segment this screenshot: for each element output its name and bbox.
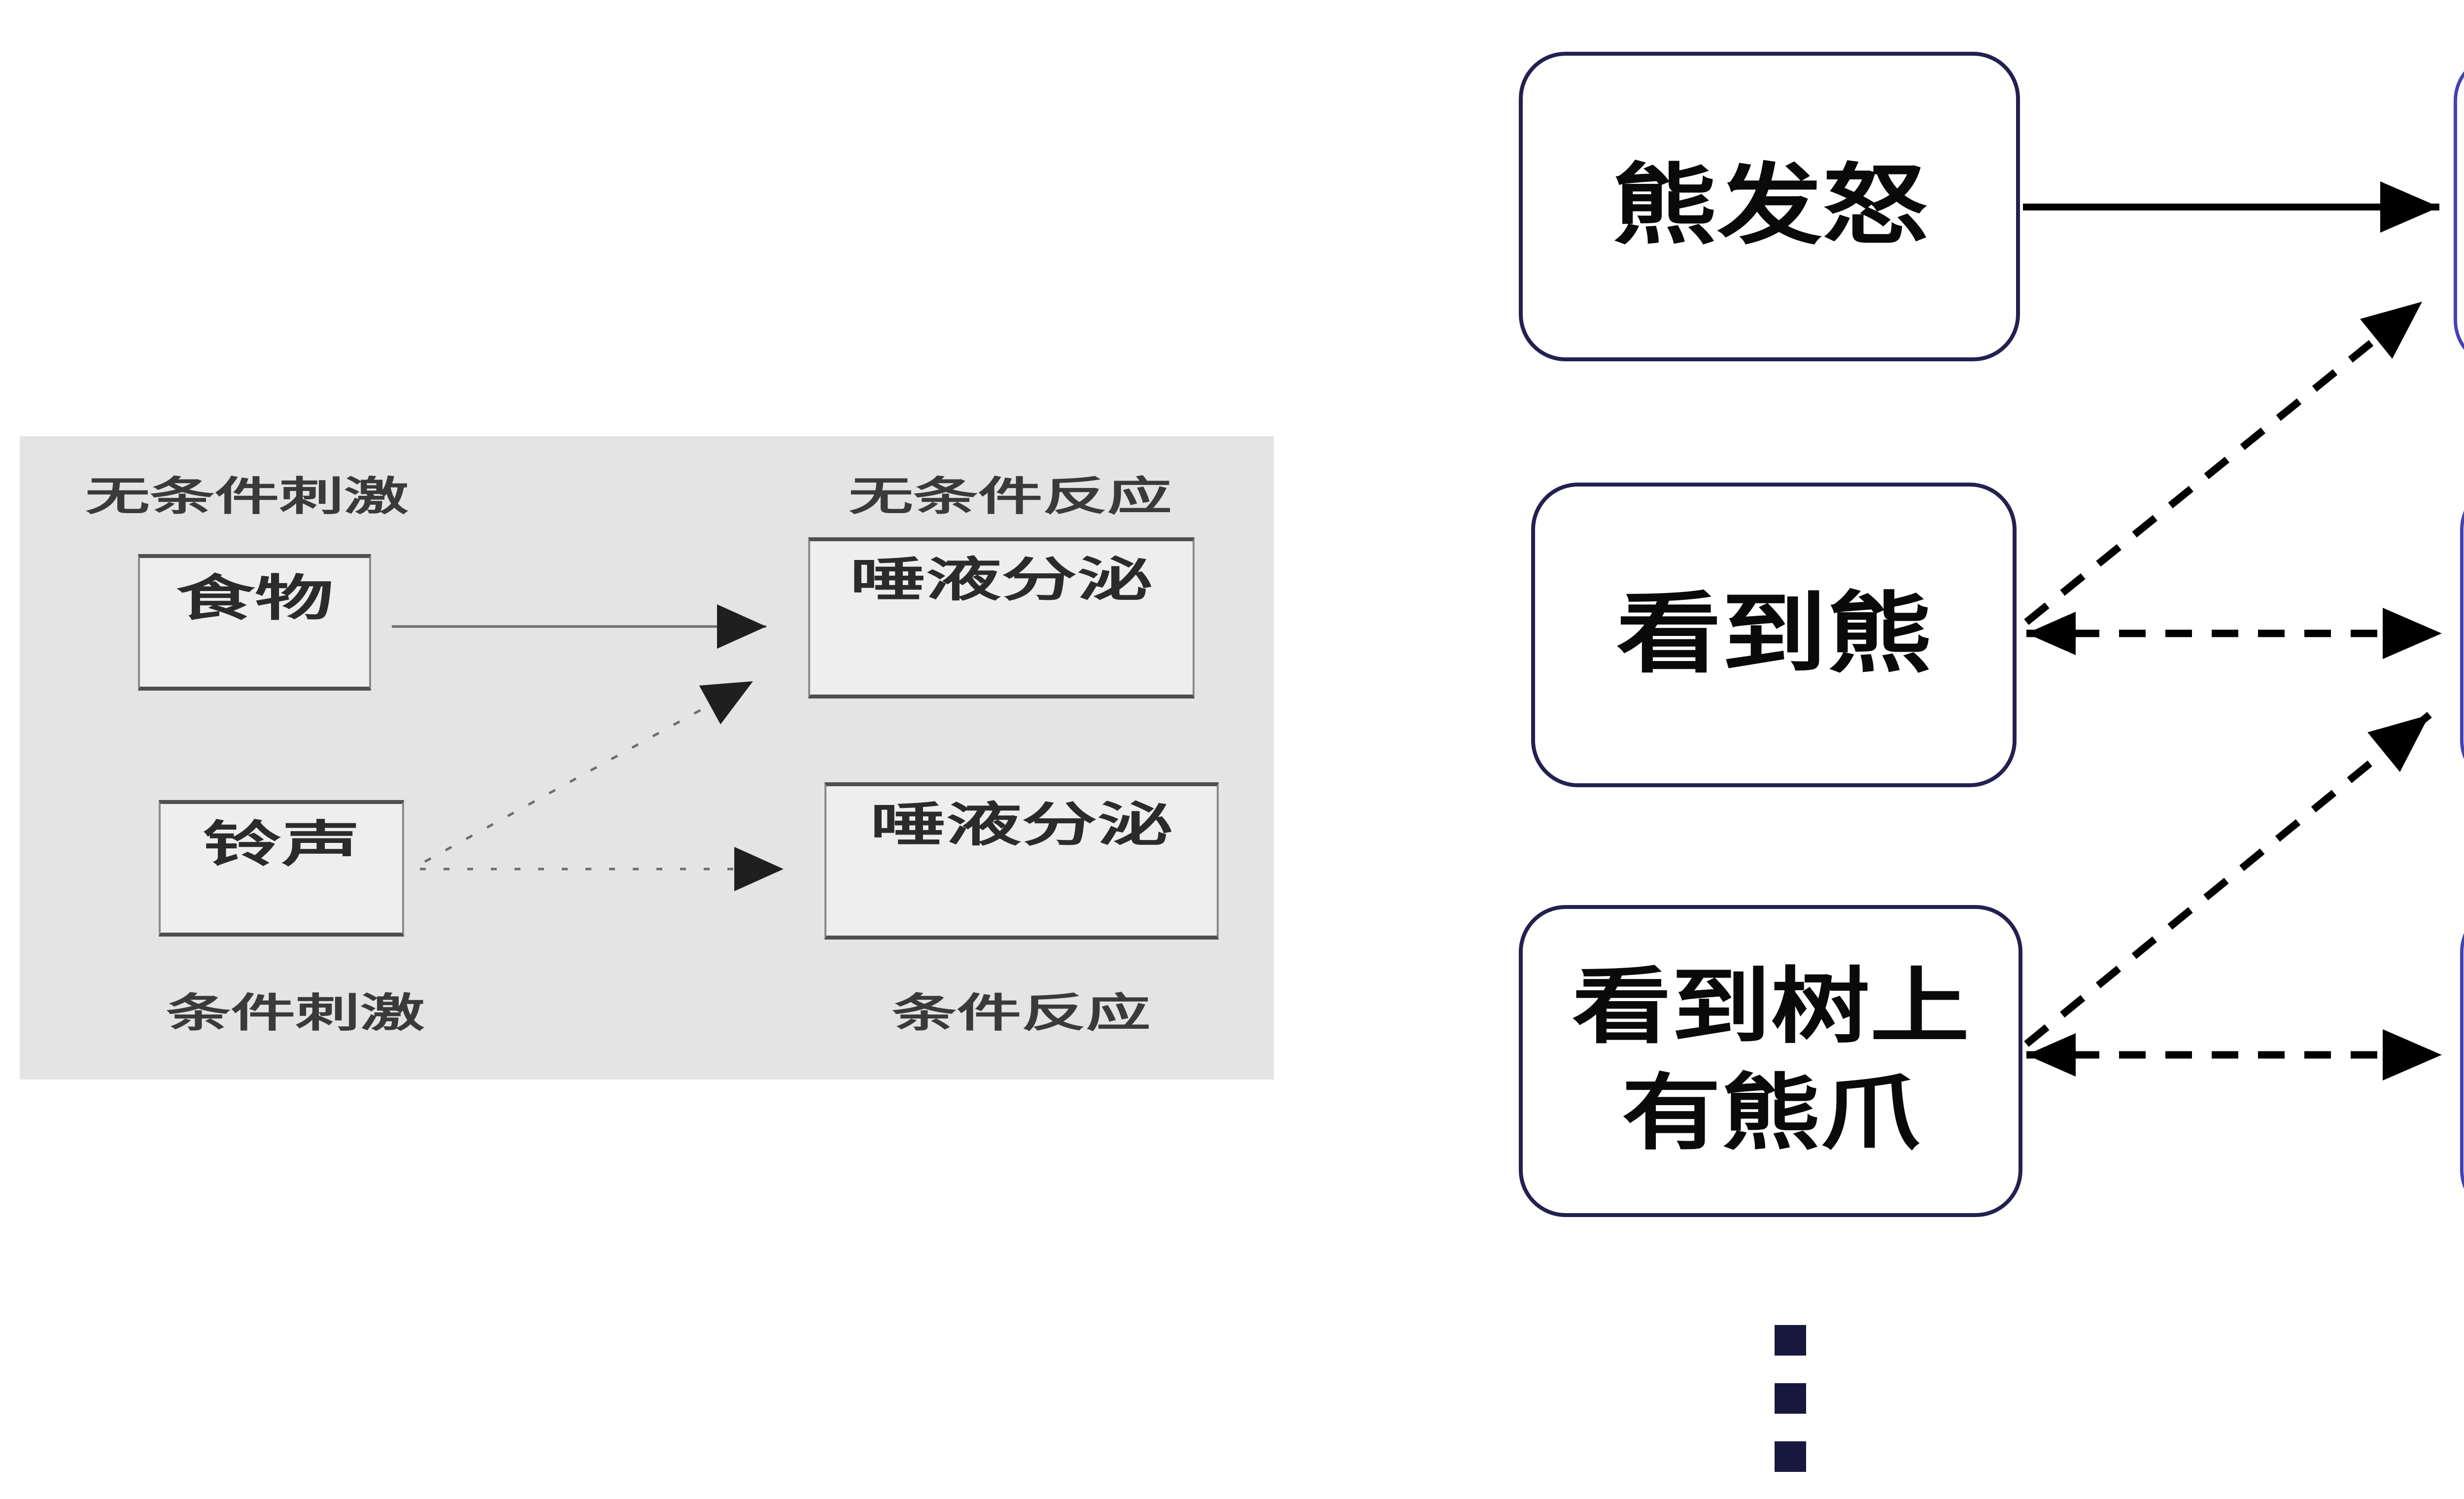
conditioned-response-label: 条件反应 bbox=[892, 991, 1151, 1036]
ellipsis-dot bbox=[1775, 1325, 1806, 1356]
bell-box-label: 铃声 bbox=[203, 817, 360, 872]
see-claw-label: 看到树上 有熊爪 bbox=[1572, 962, 1970, 1160]
salivation-bottom-box: 唾液分泌 bbox=[824, 782, 1219, 940]
unconditioned-response-label: 无条件反应 bbox=[849, 474, 1172, 519]
see-bear-box: 看到熊 bbox=[1531, 483, 2017, 787]
bear-angry-label: 熊发怒 bbox=[1611, 157, 1927, 255]
salivation-top-box: 唾液分泌 bbox=[808, 537, 1195, 698]
food-box-label: 食物 bbox=[175, 571, 334, 626]
salivation-top-label: 唾液分泌 bbox=[850, 554, 1153, 606]
bell-to-salivation-top-dashed-arrow bbox=[424, 680, 754, 863]
see-bear-label: 看到熊 bbox=[1616, 586, 1932, 684]
see-claw-box: 看到树上 有熊爪 bbox=[1519, 905, 2022, 1217]
food-box: 食物 bbox=[138, 554, 371, 691]
salivation-bottom-label: 唾液分泌 bbox=[870, 799, 1173, 851]
stimulus-column-ellipsis bbox=[1775, 1325, 1806, 1472]
conditioned-stimulus-label: 条件刺激 bbox=[166, 991, 425, 1036]
see-claw-to-value-s-prime-dashed-arrow bbox=[2024, 712, 2432, 1047]
see-bear-to-reward-dashed-arrow bbox=[2024, 299, 2425, 625]
bear-angry-box: 熊发怒 bbox=[1519, 52, 2020, 361]
ellipsis-dot bbox=[1775, 1383, 1806, 1414]
conditioning-panel: 无条件刺激 无条件反应 条件刺激 条件反应 食物 唾液分泌 铃声 唾液分泌 bbox=[20, 436, 1274, 1080]
ellipsis-dot bbox=[1775, 1441, 1806, 1472]
unconditioned-stimulus-label: 无条件刺激 bbox=[85, 474, 409, 519]
bell-box: 铃声 bbox=[159, 800, 404, 937]
